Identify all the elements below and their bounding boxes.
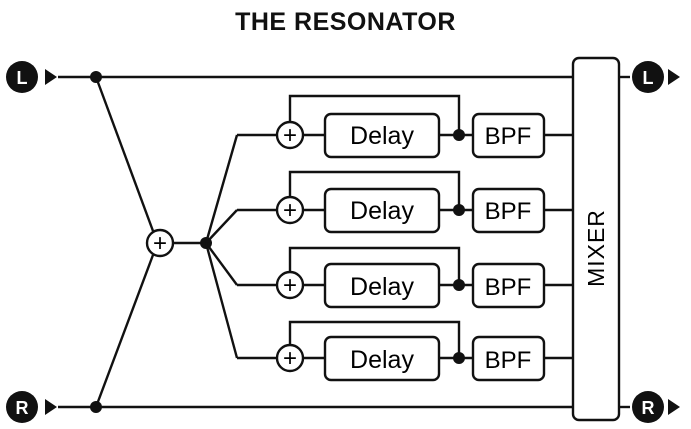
tap-dot-4 bbox=[453, 352, 465, 364]
feedback-loop-4 bbox=[288, 320, 461, 358]
left-to-summer-line bbox=[94, 76, 155, 232]
branch-summer-symbol-4: + bbox=[283, 345, 297, 372]
delay-label-2: Delay bbox=[350, 197, 414, 225]
tap-dot-3 bbox=[453, 279, 465, 291]
output-r-icon: R bbox=[632, 391, 680, 423]
bpf-label-1: BPF bbox=[485, 123, 532, 150]
fan-line-3 bbox=[205, 242, 238, 286]
output-r-label: R bbox=[642, 398, 655, 418]
output-l-label: L bbox=[643, 68, 654, 88]
branch-4: + Delay BPF bbox=[275, 320, 573, 382]
feedback-loop-2 bbox=[288, 170, 461, 210]
mixer-box bbox=[571, 56, 621, 422]
bpf-label-3: BPF bbox=[485, 274, 532, 301]
delay-label-4: Delay bbox=[350, 346, 414, 374]
input-r-label: R bbox=[16, 398, 29, 418]
feedback-loop-3 bbox=[288, 246, 461, 285]
input-r-icon: R bbox=[6, 391, 57, 423]
input-l-label: L bbox=[17, 68, 28, 88]
fan-line-4 bbox=[204, 242, 239, 359]
branch-summer-symbol-3: + bbox=[283, 272, 297, 299]
main-summer-symbol: + bbox=[153, 230, 167, 257]
tap-dot-2 bbox=[453, 204, 465, 216]
branch-1: + Delay BPF bbox=[275, 94, 573, 159]
branch-3: + Delay BPF bbox=[275, 246, 573, 309]
branch-summer-symbol-1: + bbox=[283, 122, 297, 149]
right-to-summer-line bbox=[94, 254, 155, 408]
feedback-loop-1 bbox=[288, 94, 461, 135]
bpf-label-2: BPF bbox=[485, 198, 532, 225]
bpf-label-4: BPF bbox=[485, 347, 532, 374]
branch-summer-symbol-2: + bbox=[283, 197, 297, 224]
input-l-icon: L bbox=[6, 61, 57, 93]
delay-label-1: Delay bbox=[350, 122, 414, 150]
output-l-icon: L bbox=[632, 61, 680, 93]
branch-2: + Delay BPF bbox=[275, 170, 573, 234]
fan-line-1 bbox=[204, 134, 239, 244]
fan-line-2 bbox=[205, 209, 238, 244]
diagram-title: THE RESONATOR bbox=[235, 8, 456, 36]
delay-label-3: Delay bbox=[350, 273, 414, 301]
tap-dot-1 bbox=[453, 129, 465, 141]
mixer-label: MIXER bbox=[583, 209, 609, 287]
